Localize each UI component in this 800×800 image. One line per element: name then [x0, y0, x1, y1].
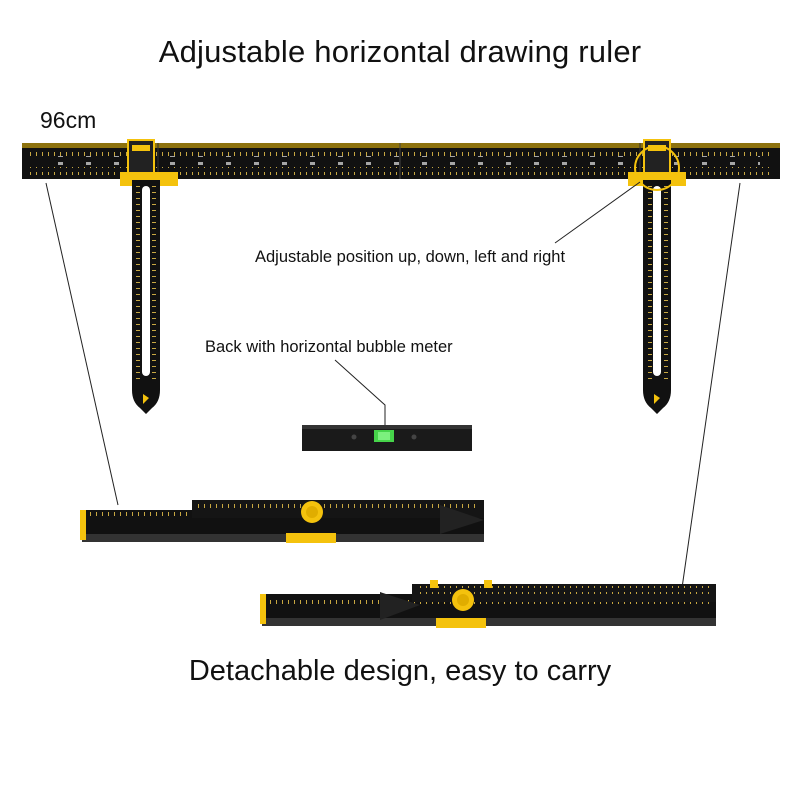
length-label: 96cm: [40, 107, 97, 133]
adjustable-callout-pointer: [554, 145, 680, 244]
folded-ruler-section-left: [80, 500, 484, 543]
footer-caption: Detachable design, easy to carry: [188, 655, 612, 687]
left-vertical-arm: [132, 180, 160, 414]
page-title: Adjustable horizontal drawing ruler: [158, 34, 642, 69]
folded-ruler-section-right: [260, 580, 716, 628]
leader-line-right: [681, 182, 741, 589]
callout-adjustable-position: Adjustable position up, down, left and r…: [255, 248, 566, 266]
bubble-level-bar: [302, 425, 472, 451]
bubble-meter-pointer: [334, 359, 386, 432]
callout-bubble-meter: Back with horizontal bubble meter: [205, 338, 453, 356]
right-vertical-arm: [643, 180, 671, 414]
leader-line-left: [45, 182, 119, 506]
